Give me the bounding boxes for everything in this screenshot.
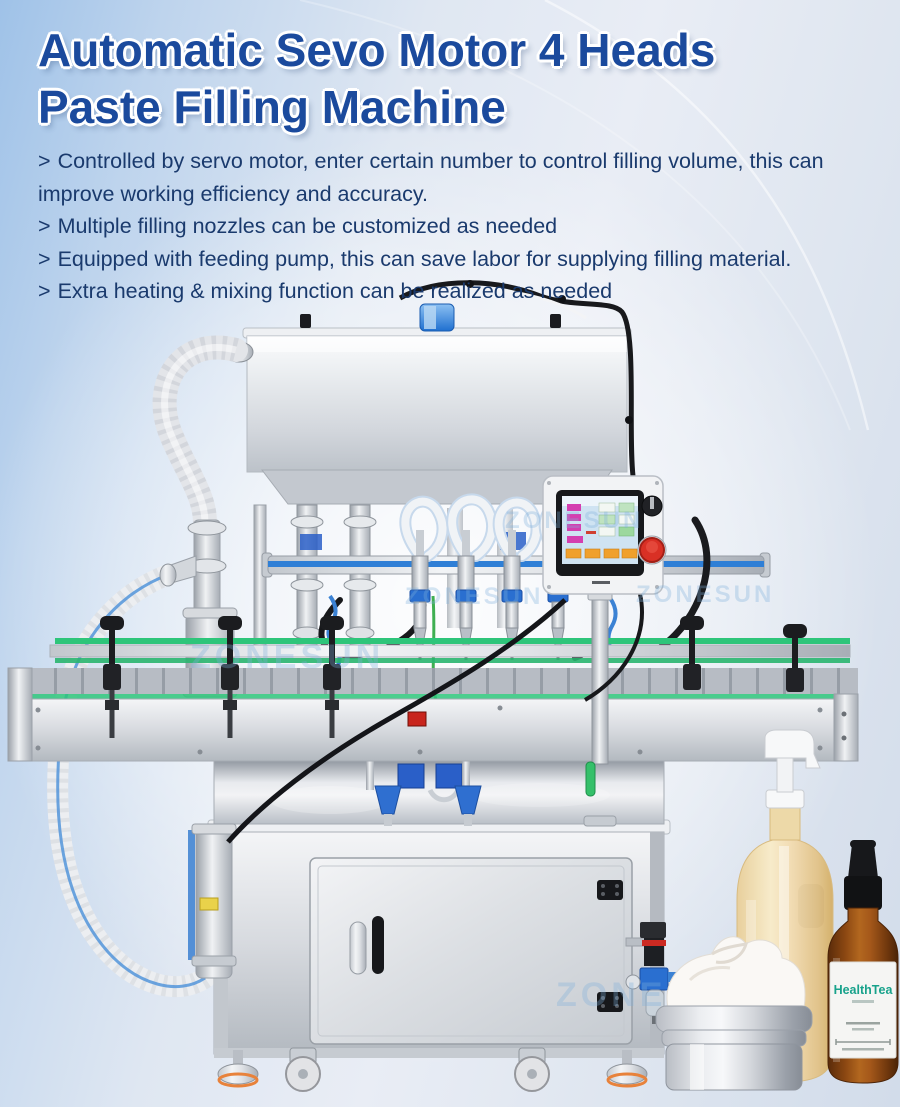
feature-list: >Controlled by servo motor, enter certai…: [38, 145, 870, 308]
bullet-marker: >: [38, 279, 51, 303]
pole-clip: [585, 761, 596, 797]
pump-head: [764, 729, 821, 809]
rail-brackets: [100, 616, 807, 738]
feeding-pump: [188, 823, 237, 979]
rear-guide-rail: [55, 638, 850, 644]
conveyor-belt: [8, 668, 858, 694]
header: Automatic Sevo Motor 4 Heads Paste Filli…: [38, 22, 870, 308]
selector-knob: [641, 495, 663, 517]
page-title: Automatic Sevo Motor 4 Heads Paste Filli…: [38, 22, 870, 136]
dropper-cap: [844, 876, 882, 910]
page-title-line2: Paste Filling Machine: [38, 81, 506, 133]
feature-text: Equipped with feeding pump, this can sav…: [57, 246, 792, 271]
svg-text:ZONESUN: ZONESUN: [405, 583, 543, 610]
watermark: ZONESUN ZONESUN ZONESUN ZONESUN ZONESUN: [190, 507, 774, 1014]
svg-text:ZONESUN: ZONESUN: [505, 507, 643, 534]
feature-item: >Extra heating & mixing function can be …: [38, 275, 870, 308]
caster-wheel: [285, 1047, 321, 1092]
hmi-panel: [542, 475, 667, 827]
cream-jar: [655, 936, 813, 1091]
rail-bracket: [100, 616, 124, 738]
leveling-foot: [606, 1050, 648, 1088]
hmi-pole: [591, 593, 609, 765]
hmi-screen-buttons: [565, 502, 638, 559]
leveling-foot: [217, 1050, 259, 1088]
feature-item: >Equipped with feeding pump, this can sa…: [38, 243, 870, 276]
dropper-bottle: HealthTea: [827, 840, 899, 1084]
conveyor-front-panel: [7, 698, 859, 762]
product-hoses: [399, 493, 589, 562]
rail-bracket: [320, 616, 344, 738]
machine-cabinet: [207, 819, 671, 1058]
long-black-cable: [226, 598, 567, 844]
front-guide-rail: [8, 694, 858, 699]
feature-text: Multiple filling nozzles can be customiz…: [57, 214, 558, 238]
feature-item: >Multiple filling nozzles can be customi…: [38, 210, 870, 243]
rail-bracket: [218, 616, 242, 738]
conveyor: [7, 638, 859, 762]
caster-wheel: [514, 1047, 550, 1092]
bullet-marker: >: [38, 214, 51, 238]
rail-bracket: [680, 616, 704, 690]
feature-item: >Controlled by servo motor, enter certai…: [38, 145, 870, 210]
spare-nozzle-cone: [374, 785, 402, 826]
cabinet-door: [309, 857, 633, 1045]
door-hinge: [597, 992, 623, 1012]
svg-text:HealthTea: HealthTea: [834, 983, 894, 997]
feature-text: Controlled by servo motor, enter certain…: [38, 149, 824, 206]
door-hinge: [597, 880, 623, 900]
hopper: [242, 303, 632, 505]
feature-text: Extra heating & mixing function can be r…: [57, 279, 613, 303]
background-arc: [544, 0, 870, 431]
bullet-marker: >: [38, 246, 51, 271]
door-handle-bar: [372, 916, 384, 974]
background-arc: [299, 0, 851, 431]
feed-pipe-assembly: [152, 335, 254, 698]
emergency-stop-button: [637, 535, 667, 565]
power-cable: [398, 280, 636, 477]
rail-bracket: [783, 624, 807, 692]
svg-text:ZONESUN: ZONESUN: [190, 638, 384, 676]
spare-nozzle-cone: [454, 785, 482, 826]
svg-text:ZONESUN: ZONESUN: [636, 581, 774, 608]
piston-cylinder: [343, 504, 377, 651]
dropper-label: HealthTea: [829, 961, 897, 1059]
warning-sticker: [407, 711, 427, 727]
door-handle: [349, 921, 367, 975]
bullet-marker: >: [38, 149, 51, 173]
filling-nozzle: [409, 530, 431, 660]
page-title-line1: Automatic Sevo Motor 4 Heads: [38, 24, 716, 76]
